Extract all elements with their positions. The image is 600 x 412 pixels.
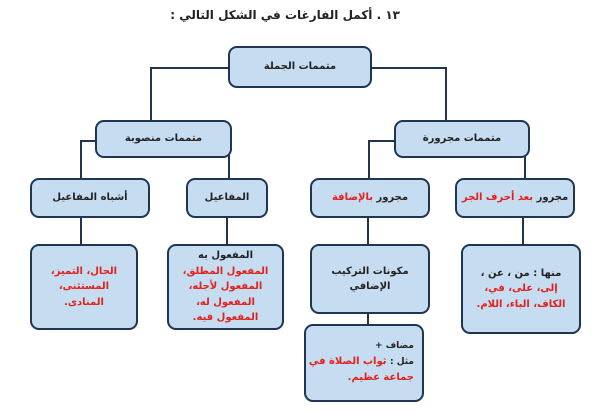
components-box: مكونات التركيب الإضافي — [310, 244, 430, 314]
idafa-box: مجرور بالإضافة — [310, 178, 430, 218]
mafail-label: المفاعيل — [204, 192, 250, 204]
harf-label: مجرور — [536, 192, 569, 204]
connector — [445, 67, 447, 121]
ashbah-box: أشباه المفاعيل — [30, 178, 150, 218]
harf-list-box: منها : من ، عن ، إلى، على، في، الكاف، ال… — [461, 244, 581, 334]
idafa-answer: بالإضافة — [331, 192, 373, 204]
connector — [368, 140, 370, 180]
mafail-answer: المفعول المطلق، المفعول لأجله، المفعول ل… — [182, 265, 269, 324]
connector — [367, 312, 369, 326]
question-title: ١٣ . أكمل الفارغات في الشكل التالي : — [170, 8, 400, 22]
idafa-label: مجرور — [376, 192, 409, 204]
harf-list: إلى، على، في، الكاف، الباء، اللام. — [476, 283, 566, 310]
components-label: مكونات التركيب الإضافي — [331, 265, 409, 293]
harf-given: منها : من ، عن ، — [480, 267, 562, 279]
connector — [228, 140, 230, 180]
mansuba-label: متممات منصوبة — [124, 133, 203, 145]
harf-answer: بعد أحرف الجر — [461, 192, 534, 204]
connector — [367, 216, 369, 246]
mafail-given: المفعول به — [198, 250, 253, 262]
example-answer: ثواب الصلاة في جماعة عظيم. — [308, 356, 414, 384]
connector — [524, 140, 526, 180]
harf-box: مجرور بعد أحرف الجر — [455, 178, 575, 218]
example-label: مثل : — [389, 357, 414, 368]
ashbah-answer-box: الحال، التميز، المستثنى، المنادى. — [30, 244, 138, 330]
majrura-box: متممات مجرورة — [394, 120, 530, 158]
connector — [80, 140, 82, 180]
example-prefix: مضاف + — [375, 341, 414, 352]
majrura-label: متممات مجرورة — [422, 133, 502, 145]
connector — [150, 67, 152, 121]
connector — [522, 216, 524, 246]
example-box: مضاف + مثل : ثواب الصلاة في جماعة عظيم. — [304, 324, 424, 402]
root-label: متممات الجملة — [263, 61, 337, 73]
connector — [80, 216, 82, 246]
root-box: متممات الجملة — [228, 46, 372, 88]
ashbah-label: أشباه المفاعيل — [52, 192, 128, 204]
mansuba-box: متممات منصوبة — [95, 120, 232, 158]
mafail-answer-box: المفعول به المفعول المطلق، المفعول لأجله،… — [167, 244, 284, 330]
ashbah-answer: الحال، التميز، المستثنى، المنادى. — [50, 265, 118, 308]
connector — [226, 216, 228, 246]
mafail-box: المفاعيل — [186, 178, 268, 218]
